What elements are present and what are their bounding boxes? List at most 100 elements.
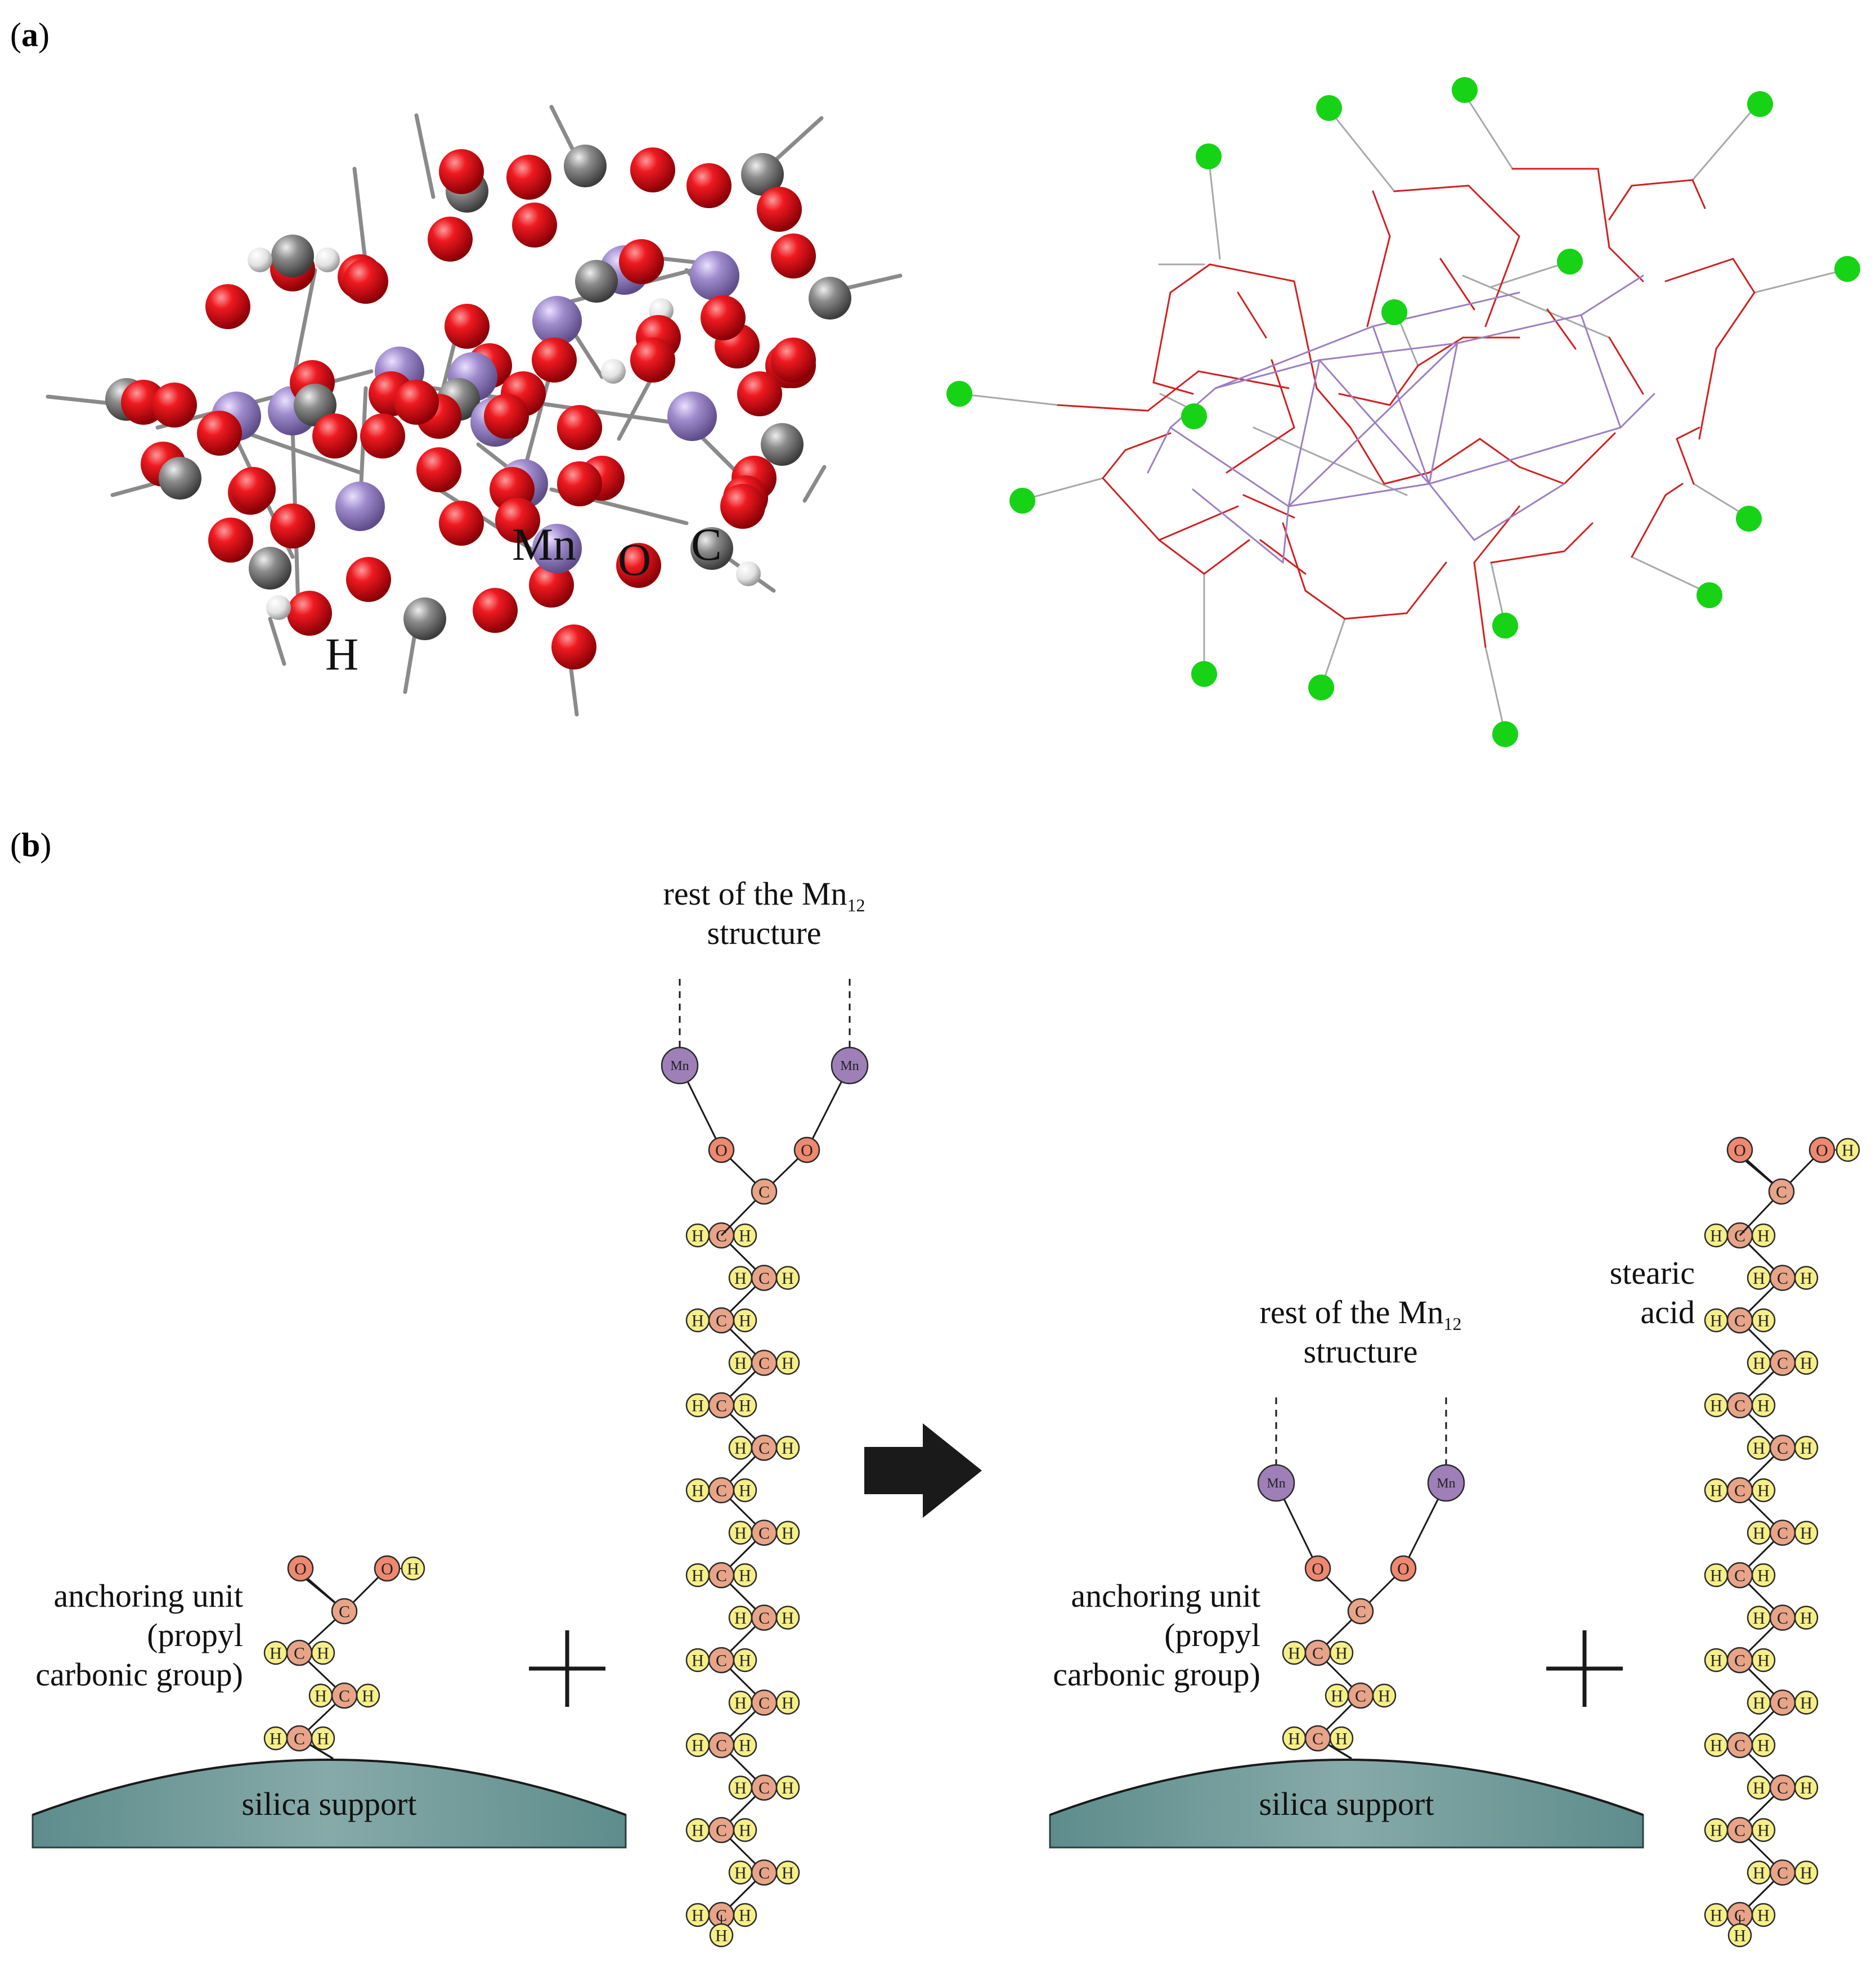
oxygen-ball (312, 413, 357, 458)
wire-bond (1366, 235, 1391, 327)
carbon-atom-label: C (1777, 1609, 1788, 1628)
oxygen-ball (346, 557, 391, 602)
oxygen-ball (506, 155, 551, 200)
carbon-atom-circle (751, 1604, 778, 1631)
hydrogen-atom: H (733, 1308, 757, 1333)
wire-bond (1597, 168, 1610, 249)
hydrogen-atom-label: H (782, 1354, 794, 1373)
hydrogen-atom-label: H (1757, 1652, 1770, 1670)
carbon-atom-circle (751, 1265, 778, 1291)
plus-sign-right (1546, 1630, 1623, 1707)
panel-b-left: silica support anchoring unit (propyl ca… (32, 875, 869, 1948)
carbon-atom-label: C (1734, 1822, 1745, 1840)
oxygen-atom: O (287, 1555, 314, 1582)
oxygen-ball (287, 591, 332, 636)
carbon-atom-circle (708, 1392, 735, 1419)
carbon-atom-circle (1726, 1647, 1753, 1674)
hydrogen-atom: H (728, 1436, 753, 1460)
carbon-ball (159, 457, 201, 500)
wire-bond (1287, 359, 1321, 507)
hydrogen-atom: H (1794, 1521, 1819, 1545)
hydrogen-atom: H (311, 1640, 335, 1665)
carbon-atom: C (331, 1598, 358, 1625)
hydrogen-atom: H (775, 1606, 800, 1630)
carbon-atom-circle (1304, 1639, 1331, 1666)
carbon-atom-label: C (1734, 1567, 1745, 1585)
wire-bond (1147, 426, 1172, 474)
carbon-atom-circle (751, 1689, 778, 1716)
carbon-atom: C (1769, 1774, 1796, 1801)
carbon-atom: C (751, 1350, 778, 1376)
hydrogen-atom: H (733, 1818, 757, 1842)
hydrogen-atom-label: H (1331, 1687, 1343, 1706)
oxygen-ball (630, 338, 675, 383)
carbon-atom-circle (1769, 1774, 1796, 1801)
wire-bond (1318, 342, 1458, 361)
hydrogen-atom: H (775, 1860, 800, 1885)
wire-bond (1664, 258, 1734, 282)
hydrogen-atom-label: H (1800, 1779, 1812, 1797)
oxygen-ball (737, 371, 782, 416)
hydrogen-atom: H (685, 1563, 710, 1588)
oxygen-ball (529, 563, 574, 608)
terminal-atom-marker (1492, 613, 1518, 639)
carbon-ball (271, 235, 314, 277)
carbon-atom-circle (708, 1647, 735, 1674)
rest-of-structure-label-right-2: structure (1304, 1333, 1418, 1370)
carbon-atom-label: C (1777, 1779, 1788, 1797)
carbon-atom-circle (331, 1682, 358, 1709)
hydrogen-atom: H (733, 1648, 757, 1673)
carbon-atom-circle (1769, 1350, 1796, 1376)
wire-bond (1473, 483, 1565, 541)
oxygen-ball (557, 461, 602, 506)
wire-bond (1344, 612, 1408, 620)
anchoring-unit-label-left-1: anchoring unit (53, 1577, 243, 1614)
oxygen-atom-label: O (1312, 1560, 1324, 1579)
hydrogen-atom-circle (1727, 1923, 1752, 1948)
carbon-atom: C (708, 1817, 735, 1844)
hydrogen-atom-label: H (782, 1269, 794, 1288)
hydrogen-atom: H (401, 1556, 425, 1581)
anchoring-unit-label-right-1: anchoring unit (1071, 1577, 1260, 1614)
hydrogen-atom-label: H (1800, 1694, 1812, 1712)
carbon-atom-label: C (716, 1397, 727, 1415)
hydrogen-atom: H (1747, 1775, 1771, 1800)
hydrogen-atom-label: H (1710, 1482, 1722, 1500)
carbon-atom: C (1726, 1562, 1753, 1589)
wire-bond (1169, 426, 1290, 507)
wire-bond (1214, 325, 1374, 389)
oxygen-ball (532, 338, 577, 383)
oxygen-atom-circle (1808, 1136, 1835, 1163)
oxygen-ball (686, 163, 731, 208)
carbon-atom: C (286, 1725, 313, 1752)
hydrogen-atom: H (1727, 1923, 1752, 1948)
wire-bond (1389, 365, 1419, 406)
carbon-atom-circle (1726, 1307, 1753, 1334)
wire-bond (1192, 488, 1284, 564)
manganese-atom-circle (1257, 1464, 1295, 1502)
hydrogen-atom: H (709, 1923, 734, 1948)
wire-bond (1490, 550, 1565, 564)
carbon-atom-label: C (1312, 1644, 1323, 1663)
wire-bond (1057, 404, 1149, 412)
hydrogen-atom: H (733, 1563, 757, 1588)
hydrogen-atom: H (1794, 1436, 1819, 1460)
hydrogen-atom: H (1794, 1691, 1819, 1715)
carbon-atom: C (751, 1435, 778, 1461)
hydrogen-atom: H (775, 1351, 800, 1375)
carbon-atom: C (708, 1647, 735, 1674)
carbon-atom-circle (751, 1435, 778, 1461)
wire-bond (1383, 471, 1430, 485)
carbon-atom-label: C (1777, 1269, 1788, 1288)
oxygen-atom-label: O (801, 1141, 813, 1160)
oxygen-atom-circle (1390, 1555, 1417, 1582)
wire-bond (1676, 426, 1700, 440)
oxygen-atom-circle (374, 1555, 401, 1582)
carbon-atom-label: C (1355, 1687, 1366, 1706)
carbon-atom: C (1769, 1520, 1796, 1546)
hydrogen-atom-label: H (782, 1439, 794, 1458)
hydrogen-atom-label: H (1753, 1439, 1765, 1458)
carbon-atom: C (1769, 1859, 1796, 1886)
oxygen-ball (445, 304, 490, 349)
